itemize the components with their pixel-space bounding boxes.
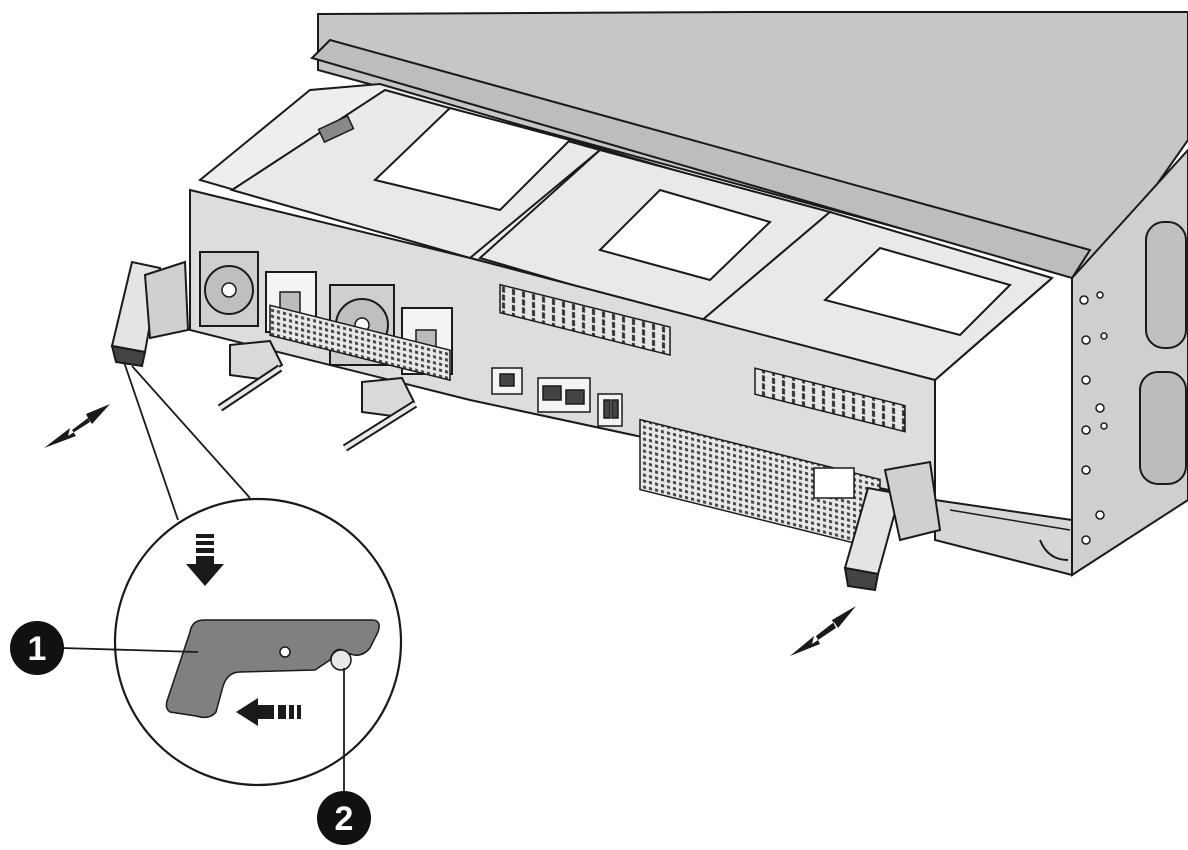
latch-hole <box>279 646 291 658</box>
io-port-panel <box>491 367 855 499</box>
left-arrow-icon <box>236 698 301 726</box>
side-cutout-lower <box>1139 371 1187 485</box>
down-arrow-icon <box>186 534 224 586</box>
callout-1: 1 <box>10 621 64 675</box>
double-arrow-icon <box>44 404 110 448</box>
cam-handle-right[interactable] <box>843 460 942 592</box>
cam-handle-left[interactable] <box>110 260 190 368</box>
callout-2: 2 <box>317 791 371 845</box>
chassis-top-panel <box>317 11 1188 282</box>
callout-2-number: 2 <box>335 800 354 838</box>
zoom-leader-lines <box>123 361 251 521</box>
vent-grille-upper <box>269 304 451 382</box>
callout-1-leader <box>61 647 199 653</box>
power-cord-clip-right <box>342 376 418 452</box>
latch-pin <box>330 649 352 671</box>
chassis-top-rail <box>310 38 1092 280</box>
callout-1-number: 1 <box>28 630 47 668</box>
vent-grille-right <box>754 367 906 433</box>
side-cutout-upper <box>1145 221 1187 349</box>
power-cord-clip-left <box>217 339 284 412</box>
side-screw-holes <box>1079 291 1108 545</box>
chassis-enclosure <box>310 11 1188 577</box>
double-arrow-icon <box>790 606 856 656</box>
controller-module <box>189 82 1055 551</box>
vent-grille-center <box>499 283 671 356</box>
